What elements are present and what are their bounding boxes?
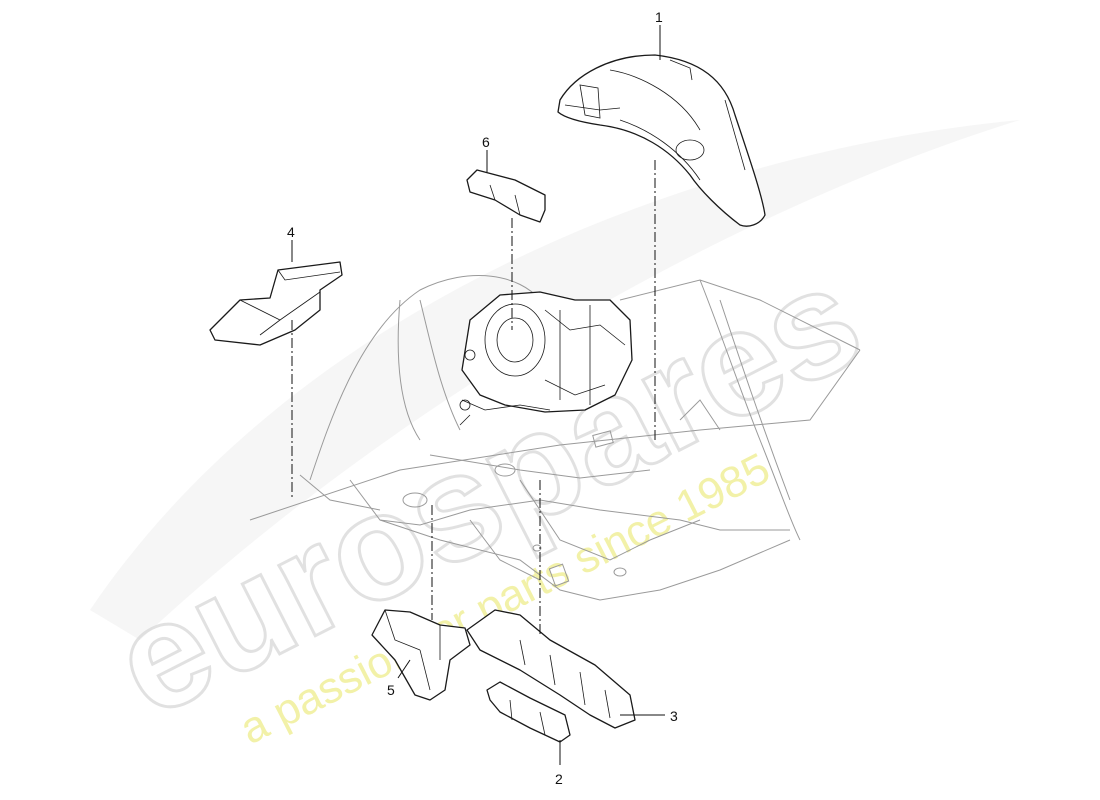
- watermark-swoosh: [90, 120, 1020, 640]
- part-4-cover: [209, 261, 343, 346]
- callout-4: 4: [287, 224, 295, 240]
- part-2-strip: [486, 681, 571, 743]
- part-3-trim-strip: [466, 609, 636, 729]
- callout-3: 3: [670, 708, 678, 724]
- callouts: 1 6 4 5 3 2: [287, 9, 678, 787]
- assembly-lines: [291, 25, 665, 765]
- callout-1: 1: [655, 9, 663, 25]
- callout-2: 2: [555, 771, 563, 787]
- callout-6: 6: [482, 134, 490, 150]
- part-5-bracket: [371, 609, 471, 701]
- callout-5: 5: [387, 682, 395, 698]
- part-1-wheelhouse-liner: [557, 54, 766, 227]
- part-6-bracket: [466, 169, 546, 223]
- gearbox-assembly: [459, 291, 633, 426]
